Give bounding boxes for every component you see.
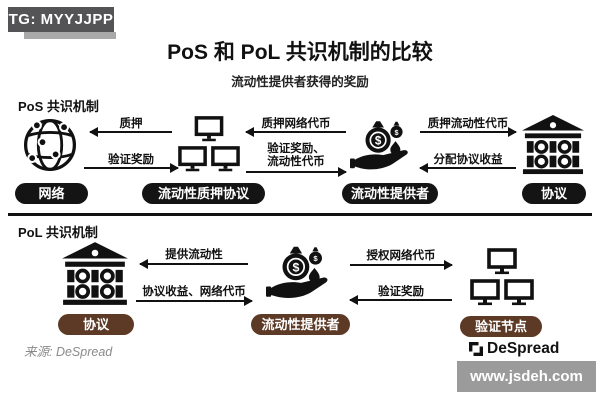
- monitors-cluster-icon: [178, 116, 240, 173]
- telegram-watermark-shadow: [24, 32, 116, 39]
- section-divider: [8, 213, 592, 216]
- hand-money-bag-icon: $ $: [350, 120, 409, 171]
- flow-label-stake-network-token: 质押网络代币: [261, 118, 331, 130]
- monitors-cluster-icon: [470, 248, 534, 307]
- flow-label-validation-reward: 验证奖励: [378, 286, 424, 298]
- arrow-left: [89, 125, 172, 138]
- svg-text:$: $: [313, 254, 318, 263]
- pol-node-protocol: 协议: [58, 314, 134, 335]
- flow-label-reward-line1: 验证奖励、: [267, 143, 325, 155]
- arrow-right: [136, 294, 253, 307]
- telegram-watermark: TG: MYYJJPP: [8, 7, 114, 32]
- flow-label-delegate-network-token: 授权网络代币: [366, 250, 436, 262]
- pol-section-label: PoL 共识机制: [18, 225, 98, 240]
- pol-node-liquidity-provider: 流动性提供者: [251, 314, 350, 335]
- svg-text:$: $: [375, 134, 382, 147]
- arrow-left: [349, 293, 452, 306]
- arrow-right: [84, 161, 179, 174]
- pos-node-liquidity-provider: 流动性提供者: [342, 183, 438, 204]
- arrow-right: [350, 258, 453, 271]
- pos-node-protocol: 协议: [522, 183, 586, 204]
- page-title: PoS 和 PoL 共识机制的比较: [167, 41, 433, 64]
- svg-text:$: $: [292, 261, 299, 275]
- hand-money-bag-icon: $ $: [266, 245, 329, 299]
- despread-wordmark: DeSpread: [487, 340, 560, 357]
- arrow-left: [245, 125, 346, 138]
- despread-logo-icon: [469, 342, 483, 356]
- flow-label-provide-liquidity: 提供流动性: [165, 249, 223, 261]
- pos-node-liquid-staking-protocol: 流动性质押协议: [142, 183, 265, 204]
- arrow-left: [419, 161, 516, 174]
- svg-text:$: $: [394, 128, 398, 137]
- pos-section-label: PoS 共识机制: [18, 99, 99, 114]
- arrow-left: [139, 257, 248, 270]
- page-subtitle: 流动性提供者获得的奖励: [231, 75, 369, 89]
- globe-network-icon: [23, 118, 77, 172]
- pol-node-validator-nodes: 验证节点: [460, 316, 542, 337]
- flow-label-stake-liquidity-token: 质押流动性代币: [427, 118, 509, 130]
- flow-label-reward-line2: 流动性代币: [267, 156, 325, 168]
- bank-icon: [60, 241, 130, 307]
- source-credit: 来源: DeSpread: [24, 345, 113, 359]
- flow-label-revenue-network-token: 协议收益、网络代币: [142, 286, 246, 298]
- flow-label-stake: 质押: [119, 118, 143, 130]
- flow-label-validation-reward: 验证奖励: [108, 154, 154, 166]
- bank-icon: [520, 114, 586, 176]
- flow-label-distribute-revenue: 分配协议收益: [433, 154, 503, 166]
- arrow-right: [246, 165, 347, 178]
- arrow-right: [420, 125, 517, 138]
- website-watermark: www.jsdeh.com: [457, 361, 596, 392]
- pos-node-network: 网络: [15, 183, 88, 204]
